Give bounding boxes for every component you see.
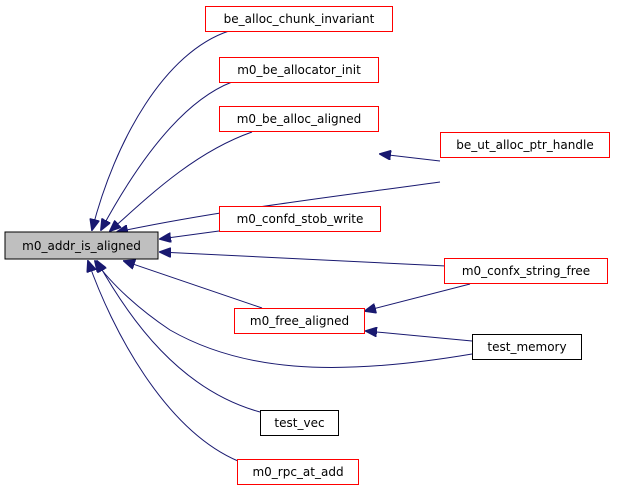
node-m0-be-allocator-init[interactable]: m0_be_allocator_init xyxy=(219,57,379,83)
edge-n5-root xyxy=(160,230,220,239)
node-label: m0_be_allocator_init xyxy=(237,63,361,77)
node-label: test_memory xyxy=(487,340,566,354)
node-label: m0_confd_stob_write xyxy=(237,212,364,226)
edge-n8-root xyxy=(95,261,473,368)
node-label: be_alloc_chunk_invariant xyxy=(224,12,375,26)
edge-n7-root xyxy=(124,261,263,309)
node-m0-confx-string-free[interactable]: m0_confx_string_free xyxy=(444,258,608,284)
edge-n4-n3 xyxy=(380,154,441,162)
node-root[interactable]: m0_addr_is_aligned xyxy=(4,231,159,260)
node-label: m0_rpc_at_add xyxy=(252,465,343,479)
node-be-ut-alloc-ptr-handle[interactable]: be_ut_alloc_ptr_handle xyxy=(440,132,610,158)
node-m0-be-alloc-aligned[interactable]: m0_be_alloc_aligned xyxy=(219,106,379,132)
nodes: m0_addr_is_aligned be_alloc_chunk_invari… xyxy=(4,6,610,485)
edge-n8-n7 xyxy=(366,331,473,342)
edge-n2-root xyxy=(101,81,233,230)
node-label: m0_confx_string_free xyxy=(462,264,590,278)
edge-n10-root xyxy=(88,261,239,462)
edges xyxy=(88,30,473,462)
edge-n4-root xyxy=(117,181,441,232)
node-label: m0_be_alloc_aligned xyxy=(237,112,362,126)
edge-n9-root xyxy=(97,261,261,413)
node-test-vec[interactable]: test_vec xyxy=(260,410,339,436)
edge-n3-root xyxy=(110,131,253,231)
node-m0-free-aligned[interactable]: m0_free_aligned xyxy=(234,308,365,334)
edge-n1-root xyxy=(92,30,230,230)
node-label: test_vec xyxy=(274,416,324,430)
node-label: m0_free_aligned xyxy=(250,314,349,328)
edge-n6-n7 xyxy=(365,283,471,311)
node-be-alloc-chunk-invariant[interactable]: be_alloc_chunk_invariant xyxy=(205,6,393,32)
node-label: m0_addr_is_aligned xyxy=(22,239,141,253)
node-label: be_ut_alloc_ptr_handle xyxy=(456,138,593,152)
node-m0-rpc-at-add[interactable]: m0_rpc_at_add xyxy=(237,459,359,485)
node-m0-confd-stob-write[interactable]: m0_confd_stob_write xyxy=(219,206,381,232)
node-test-memory[interactable]: test_memory xyxy=(472,334,582,360)
edge-n6-root xyxy=(160,252,447,267)
